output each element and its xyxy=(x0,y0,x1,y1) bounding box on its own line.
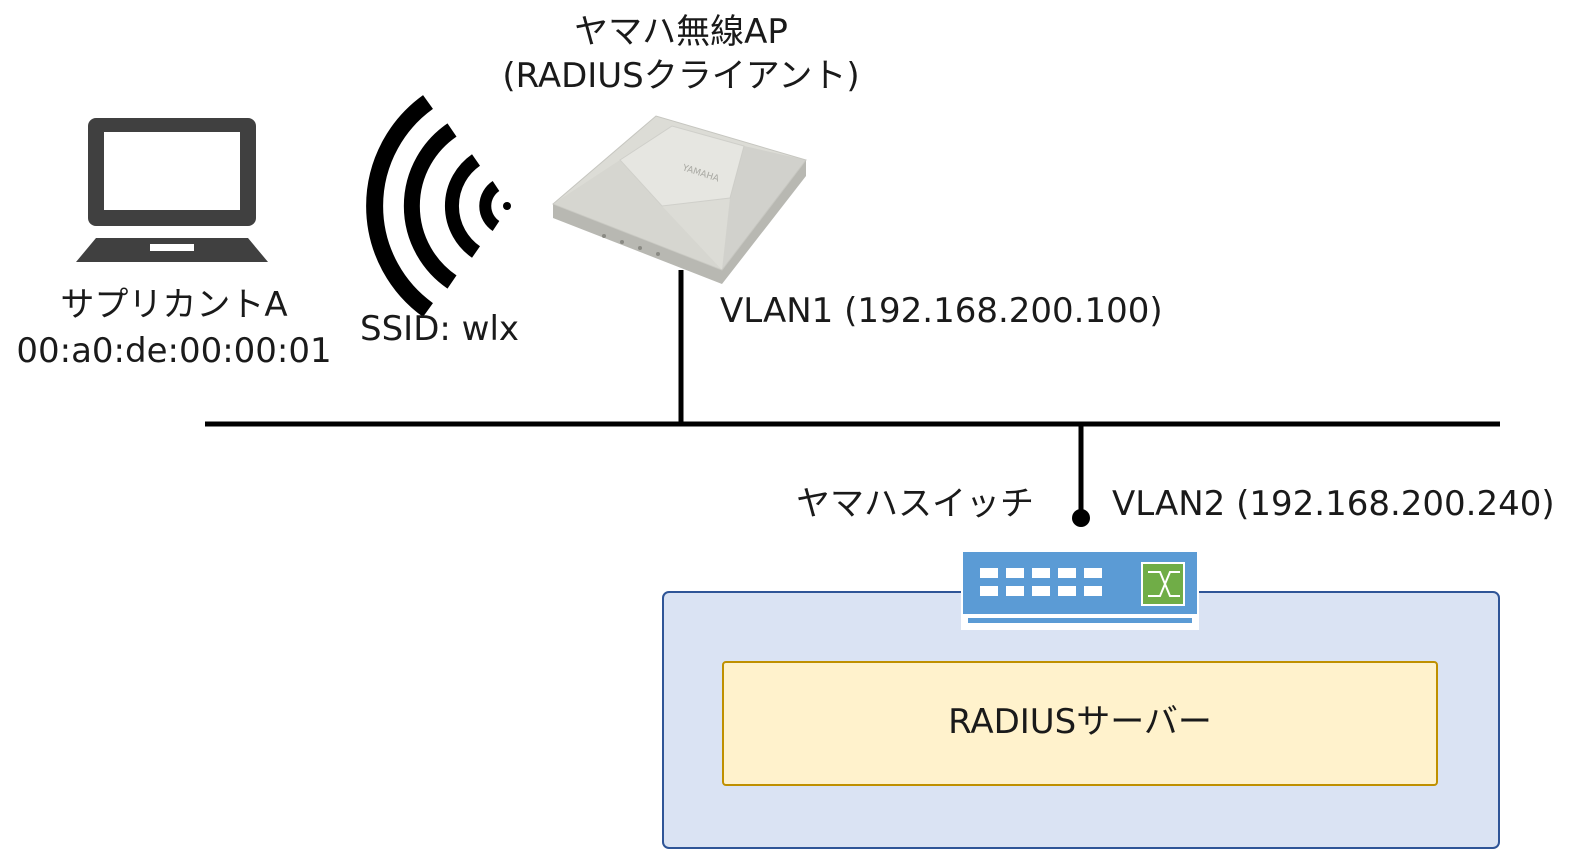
laptop-icon xyxy=(76,118,268,262)
radius-server-box xyxy=(722,661,1438,786)
ap-title-line2: (RADIUSクライアント) xyxy=(502,56,860,96)
switch-vlan-label: VLAN2 (192.168.200.240) xyxy=(1112,484,1555,524)
client-name: サプリカントA xyxy=(60,285,288,325)
network-switch-icon xyxy=(961,550,1199,630)
ssid-label: SSID: wlx xyxy=(360,309,520,349)
switch-name: ヤマハスイッチ xyxy=(796,484,1034,524)
client-mac: 00:a0:de:00:00:01 xyxy=(16,331,332,371)
radius-server-label: RADIUSサーバー xyxy=(948,702,1212,742)
ap-vlan-label: VLAN1 (192.168.200.100) xyxy=(720,291,1163,331)
wifi-signal-icon xyxy=(366,95,511,317)
ap-title-line1: ヤマハ無線AP xyxy=(574,12,788,52)
switch-port-dot xyxy=(1072,509,1090,527)
access-point-icon: YAMAHA xyxy=(552,115,807,284)
